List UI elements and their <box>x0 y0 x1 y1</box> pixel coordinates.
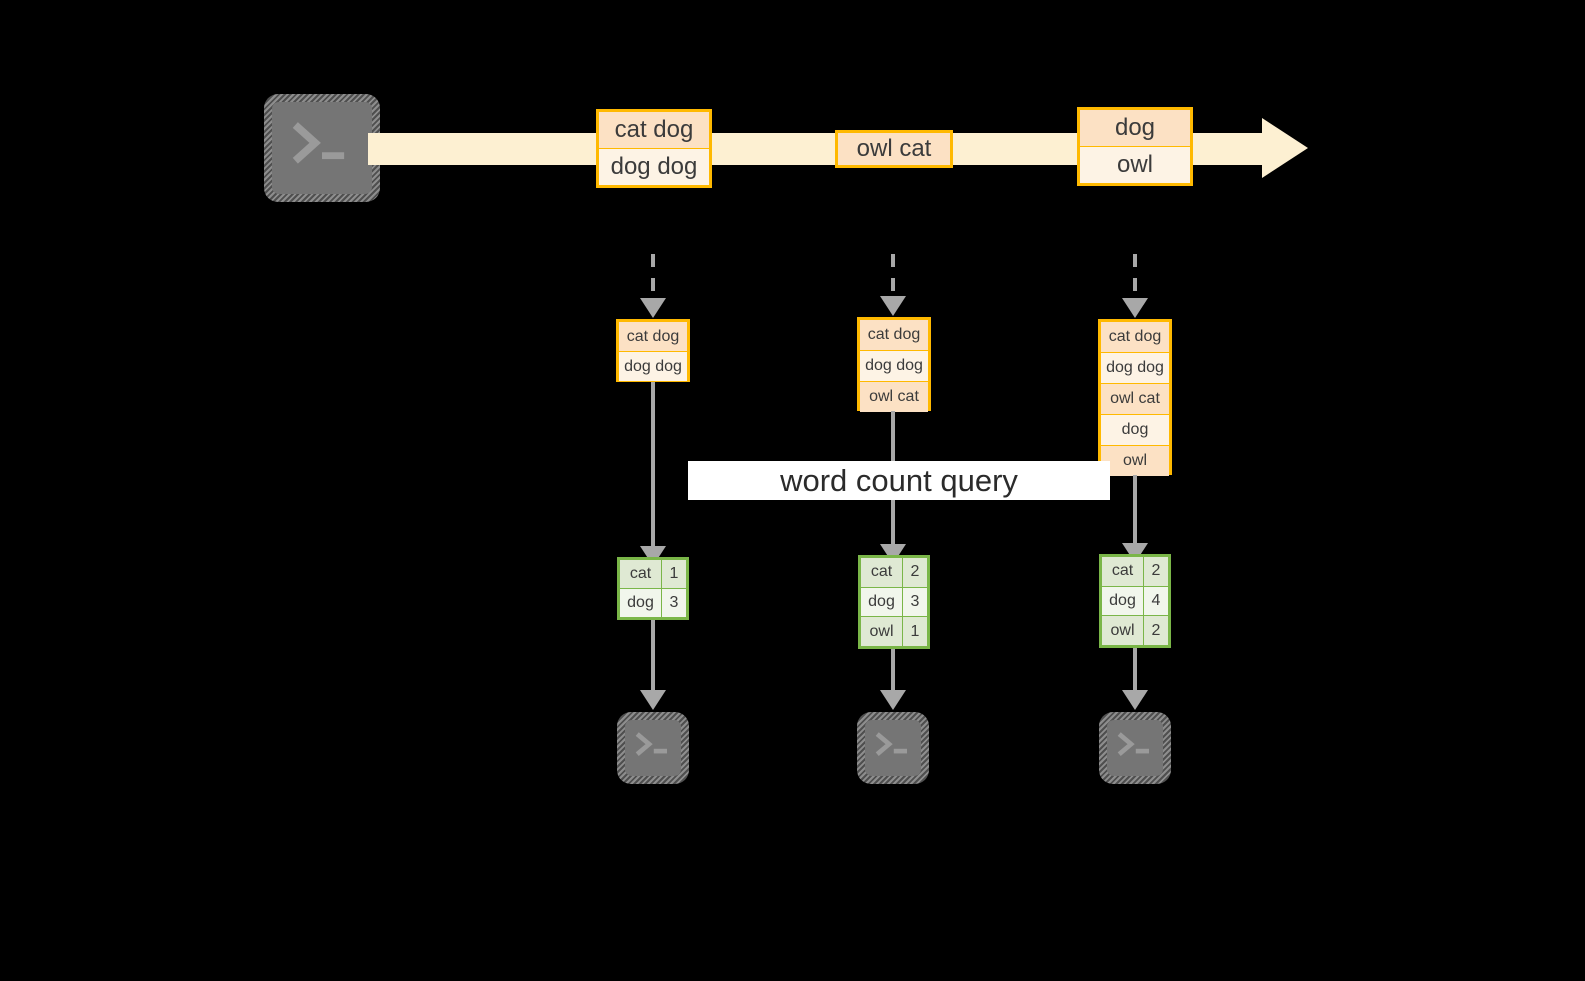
result-count: 3 <box>903 587 927 617</box>
snapshot-1-sink-line <box>651 620 655 692</box>
result-count: 1 <box>662 560 686 588</box>
snapshot-1-sink-terminal-icon <box>617 712 689 784</box>
terminal-screen <box>865 720 921 776</box>
snapshot-3-records: cat dog dog dog owl cat dog owl <box>1098 319 1172 476</box>
table-row: owl 2 <box>1102 616 1168 646</box>
terminal-prompt-glyph <box>635 732 667 756</box>
snapshot-1-records: cat dog dog dog <box>616 319 690 382</box>
table-row: dog 4 <box>1102 586 1168 617</box>
result-word: dog <box>620 589 662 617</box>
snapshot-2-sink-line <box>891 649 895 692</box>
snapshot-1-trigger-arrowhead <box>640 298 666 318</box>
record-row: owl <box>1101 446 1169 476</box>
table-row: cat 1 <box>620 560 686 589</box>
table-row: cat 2 <box>1102 557 1168 587</box>
result-count: 4 <box>1144 586 1168 616</box>
table-row: dog 3 <box>620 589 686 617</box>
stream-group-1: cat dog dog dog <box>596 109 712 188</box>
terminal-prompt-glyph <box>875 732 907 756</box>
terminal-screen <box>625 720 681 776</box>
snapshot-2-trigger-arrowhead <box>880 296 906 316</box>
snapshot-1-sink-arrowhead <box>640 690 666 710</box>
query-label-banner: word count query <box>688 461 1110 500</box>
terminal-screen <box>1107 720 1163 776</box>
snapshot-3-sink-line <box>1133 648 1137 692</box>
result-word: owl <box>861 617 903 647</box>
result-word: cat <box>620 560 662 588</box>
result-word: dog <box>861 587 903 617</box>
table-row: dog 3 <box>861 587 927 618</box>
snapshot-3-result-table: cat 2 dog 4 owl 2 <box>1099 554 1171 648</box>
snapshot-1-query-line <box>651 382 655 548</box>
stream-record: dog dog <box>599 149 709 185</box>
table-row: cat 2 <box>861 558 927 588</box>
terminal-screen <box>272 102 372 194</box>
result-count: 1 <box>903 617 927 647</box>
record-row: cat dog <box>619 322 687 352</box>
snapshot-2-records: cat dog dog dog owl cat <box>857 317 931 412</box>
terminal-prompt-glyph <box>292 122 345 164</box>
terminal-prompt-glyph <box>1117 732 1149 756</box>
snapshot-1-result-table: cat 1 dog 3 <box>617 557 689 620</box>
snapshot-3-sink-terminal-icon <box>1099 712 1171 784</box>
record-row: dog dog <box>1101 353 1169 384</box>
result-word: owl <box>1102 616 1144 646</box>
snapshot-3-trigger-arrowhead <box>1122 298 1148 318</box>
stream-group-3: dog owl <box>1077 107 1193 186</box>
stream-record: owl <box>1080 147 1190 183</box>
snapshot-3-sink-arrowhead <box>1122 690 1148 710</box>
source-terminal-icon <box>264 94 380 202</box>
snapshot-3-query-line <box>1133 475 1137 545</box>
result-word: cat <box>1102 557 1144 586</box>
result-count: 2 <box>1144 557 1168 586</box>
stream-group-2: owl cat <box>835 130 953 168</box>
result-count: 2 <box>1144 616 1168 646</box>
record-row: owl cat <box>860 382 928 412</box>
snapshot-2-result-table: cat 2 dog 3 owl 1 <box>858 555 930 649</box>
result-word: cat <box>861 558 903 587</box>
stream-record: dog <box>1080 110 1190 147</box>
snapshot-2-trigger-line <box>891 254 895 298</box>
record-row: dog dog <box>860 351 928 382</box>
stream-arrow-head <box>1262 118 1308 178</box>
stream-record: owl cat <box>838 133 950 165</box>
table-row: owl 1 <box>861 617 927 647</box>
record-row: dog <box>1101 415 1169 446</box>
record-row: cat dog <box>1101 322 1169 353</box>
snapshot-3-trigger-line <box>1133 254 1137 300</box>
result-count: 2 <box>903 558 927 587</box>
record-row: owl cat <box>1101 384 1169 415</box>
record-row: cat dog <box>860 320 928 351</box>
result-word: dog <box>1102 586 1144 616</box>
snapshot-2-sink-arrowhead <box>880 690 906 710</box>
snapshot-1-trigger-line <box>651 254 655 300</box>
result-count: 3 <box>662 589 686 617</box>
snapshot-2-sink-terminal-icon <box>857 712 929 784</box>
stream-record: cat dog <box>599 112 709 149</box>
record-row: dog dog <box>619 352 687 381</box>
